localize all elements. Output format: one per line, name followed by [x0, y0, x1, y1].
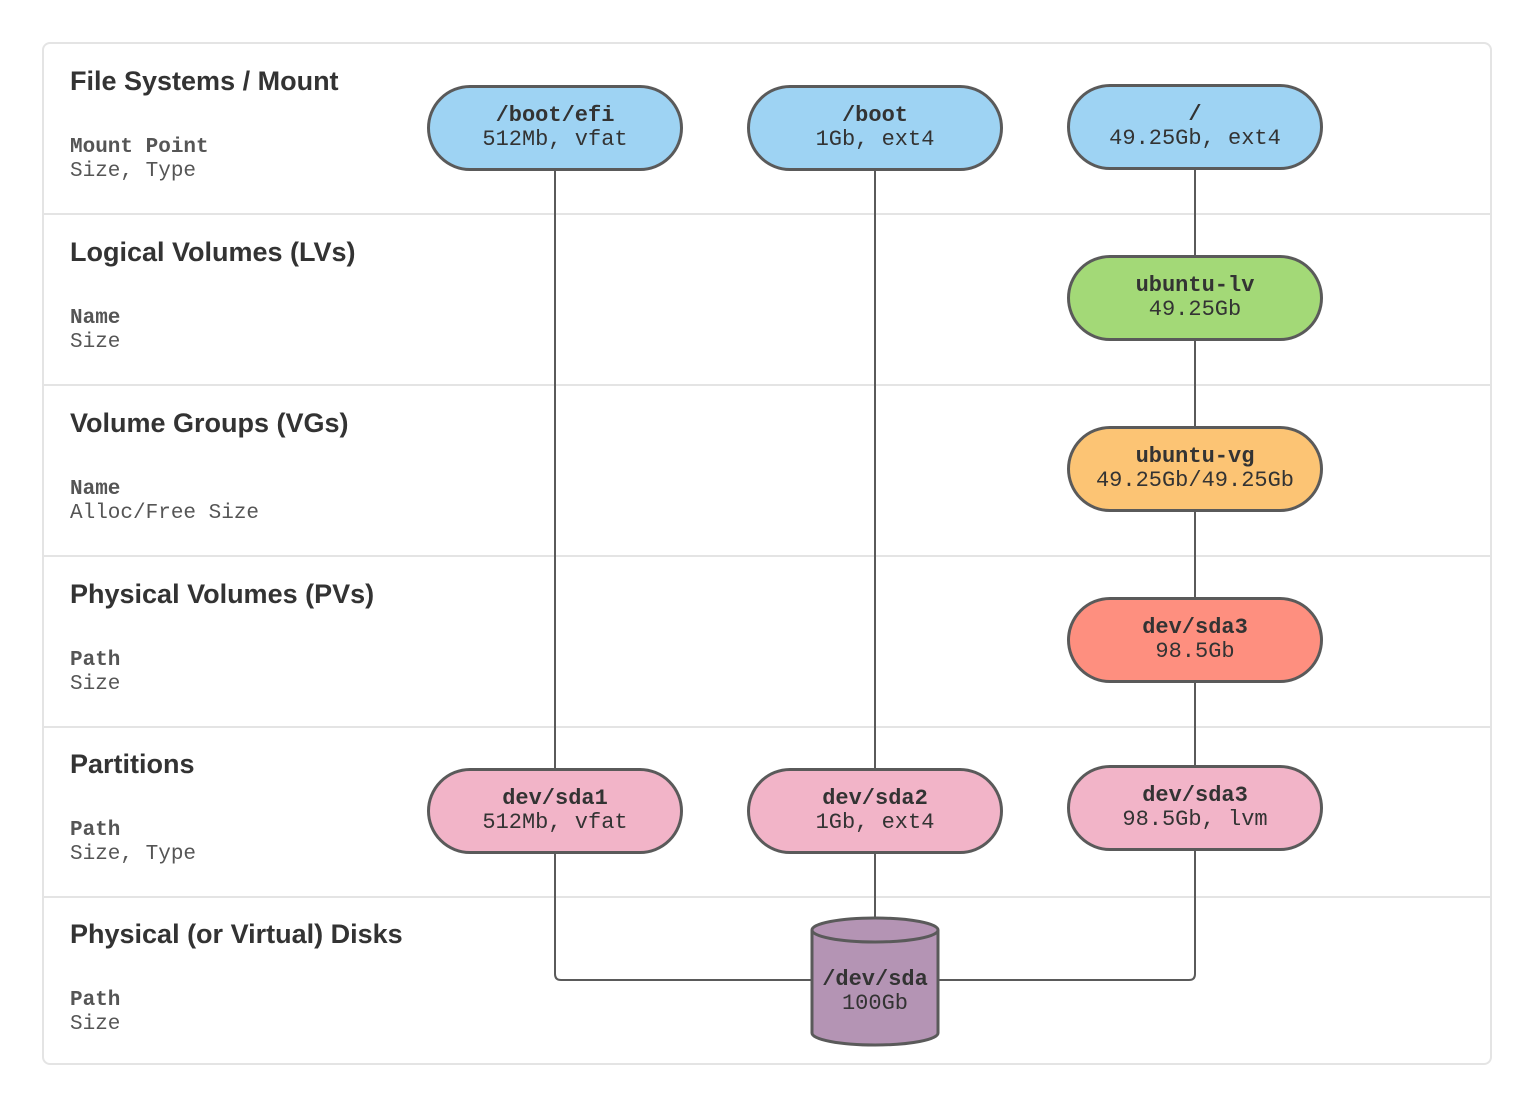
row-title: Physical (or Virtual) Disks — [70, 919, 403, 949]
node-pv-sda3: dev/sda3 98.5Gb — [1067, 597, 1323, 683]
disk-cylinder — [810, 916, 940, 1047]
legend-key: Mount Point — [70, 136, 209, 159]
row-partitions: Partitions Path Size, Type — [44, 727, 1490, 897]
legend-sub: Size, Type — [70, 160, 197, 183]
node-name: ubuntu-lv — [1135, 273, 1255, 298]
node-info: 512Mb, vfat — [482, 127, 628, 152]
row-physical-volumes: Physical Volumes (PVs) Path Size — [44, 557, 1490, 727]
node-info: 1Gb, ext4 — [815, 127, 935, 152]
row-title: Physical Volumes (PVs) — [70, 579, 375, 609]
legend-sub: Size — [70, 1013, 121, 1036]
legend-sub: Size — [70, 331, 121, 354]
row-legend: Path Size, Type — [70, 819, 196, 867]
legend-sub: Size, Type — [70, 843, 197, 866]
row-legend: Name Alloc/Free Size — [70, 478, 259, 526]
row-file-systems: File Systems / Mount Mount Point Size, T… — [44, 44, 1490, 214]
node-partition-sda2: dev/sda2 1Gb, ext4 — [747, 768, 1003, 854]
node-info: 100Gb — [841, 991, 908, 1016]
row-disks: Physical (or Virtual) Disks Path Size — [44, 897, 1490, 1065]
row-title: File Systems / Mount — [70, 66, 339, 96]
connector-line — [938, 849, 1196, 981]
row-title: Volume Groups (VGs) — [70, 408, 349, 438]
node-partition-sda1: dev/sda1 512Mb, vfat — [427, 768, 683, 854]
row-legend: Name Size — [70, 307, 120, 355]
node-vg-ubuntu: ubuntu-vg 49.25Gb/49.25Gb — [1067, 426, 1323, 512]
disk-top — [810, 916, 940, 944]
row-divider — [44, 896, 1490, 898]
node-partition-sda3: dev/sda3 98.5Gb, lvm — [1067, 765, 1323, 851]
row-divider — [44, 555, 1490, 557]
node-lv-ubuntu: ubuntu-lv 49.25Gb — [1067, 255, 1323, 341]
row-divider — [44, 384, 1490, 386]
node-name: ubuntu-vg — [1135, 444, 1255, 469]
node-mount-boot-efi: /boot/efi 512Mb, vfat — [427, 85, 683, 171]
disk-body — [810, 930, 940, 1047]
node-info: 1Gb, ext4 — [815, 810, 935, 835]
node-name: /boot/efi — [495, 103, 615, 128]
legend-key: Name — [70, 307, 121, 330]
node-info: 49.25Gb/49.25Gb — [1095, 468, 1295, 493]
legend-key: Name — [70, 478, 121, 501]
node-mount-boot: /boot 1Gb, ext4 — [747, 85, 1003, 171]
connector-line — [554, 852, 812, 981]
node-info: 49.25Gb, ext4 — [1109, 126, 1281, 151]
legend-key: Path — [70, 649, 121, 672]
row-legend: Mount Point Size, Type — [70, 136, 209, 184]
node-name: dev/sda2 — [822, 786, 928, 811]
row-title: Logical Volumes (LVs) — [70, 237, 356, 267]
legend-sub: Alloc/Free Size — [70, 502, 260, 525]
row-logical-volumes: Logical Volumes (LVs) Name Size — [44, 215, 1490, 385]
row-divider — [44, 726, 1490, 728]
row-volume-groups: Volume Groups (VGs) Name Alloc/Free Size — [44, 386, 1490, 556]
node-name: dev/sda3 — [1142, 783, 1248, 808]
node-mount-root: / 49.25Gb, ext4 — [1067, 84, 1323, 170]
row-legend: Path Size — [70, 989, 120, 1037]
diagram-frame: File Systems / Mount Mount Point Size, T… — [42, 42, 1492, 1065]
row-legend: Path Size — [70, 649, 120, 697]
node-name: dev/sda3 — [1142, 615, 1248, 640]
node-name: /boot — [841, 103, 908, 128]
legend-sub: Size — [70, 673, 121, 696]
legend-key: Path — [70, 989, 121, 1012]
node-name: / — [1188, 102, 1202, 127]
node-info: 512Mb, vfat — [482, 810, 628, 835]
node-info: 98.5Gb — [1155, 639, 1235, 664]
node-disk-sda: /dev/sda 100Gb — [812, 968, 938, 1016]
node-name: /dev/sda — [822, 967, 928, 992]
node-info: 98.5Gb, lvm — [1122, 807, 1268, 832]
node-info: 49.25Gb — [1148, 297, 1242, 322]
node-name: dev/sda1 — [502, 786, 608, 811]
row-title: Partitions — [70, 749, 195, 779]
legend-key: Path — [70, 819, 121, 842]
row-divider — [44, 213, 1490, 215]
